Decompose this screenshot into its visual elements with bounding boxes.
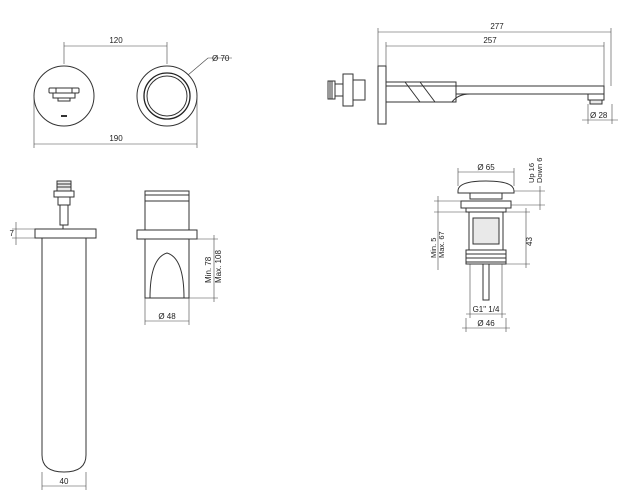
section-spout-body [41, 238, 87, 473]
spout-outlet-symbol [48, 87, 80, 102]
dim-plate-width-label: 190 [109, 134, 123, 143]
section-wall-plate [34, 228, 97, 239]
handle-body [144, 239, 190, 299]
dim-outlet-dia-label: Ø 28 [590, 111, 608, 120]
dim-waste-dia-label: Ø 46 [477, 319, 495, 328]
waste-valve-view: Ø 65 Up 16 Down 6 Min. 5 Max. 67 43 G1" … [429, 158, 545, 332]
dim-waste-max-label: Max. 67 [437, 231, 446, 258]
dim-plate-dia-label: Ø 70 [212, 54, 230, 63]
waste-cap [457, 180, 515, 194]
dim-thread-label: G1" 1/4 [473, 305, 500, 314]
spout-wall-plate [377, 65, 387, 125]
dim-plate-thickness-label: 7 [10, 229, 15, 238]
spout-body [385, 81, 457, 103]
section-connector [56, 180, 72, 192]
dim-down-label: Down 6 [535, 158, 544, 183]
dim-spout-total-label: 277 [490, 22, 504, 31]
dim-spout-label: 257 [483, 36, 497, 45]
spout-side-view: 277 257 Ø 28 [327, 22, 618, 125]
handle-outer-ring [143, 72, 191, 120]
waste-flange [460, 200, 512, 209]
spout-section-view: 7 40 [10, 180, 97, 490]
spout-arm [386, 85, 605, 103]
dim-waste-height-label: 43 [525, 237, 534, 246]
handle-side-view: Min. 78 Max. 108 Ø 48 [136, 190, 223, 325]
dim-cap-dia-label: Ø 65 [477, 163, 495, 172]
front-view: 120 Ø 70 190 [33, 36, 232, 148]
handle-cap [144, 190, 190, 202]
dim-handle-min-label: Min. 78 [204, 256, 213, 283]
dim-edge-label: 40 [60, 477, 69, 486]
waste-rod [482, 263, 490, 301]
dim-up-label: Up 16 [527, 163, 536, 183]
dim-handle-dia-label: Ø 48 [158, 312, 176, 321]
dim-spacing-label: 120 [109, 36, 123, 45]
spout-outlet [587, 93, 605, 101]
handle-inner-ring [146, 75, 188, 117]
brand-logo [61, 115, 67, 117]
dim-waste-min-label: Min. 5 [429, 238, 438, 258]
handle-wall-plate [136, 229, 198, 240]
dim-handle-max-label: Max. 108 [214, 250, 223, 283]
